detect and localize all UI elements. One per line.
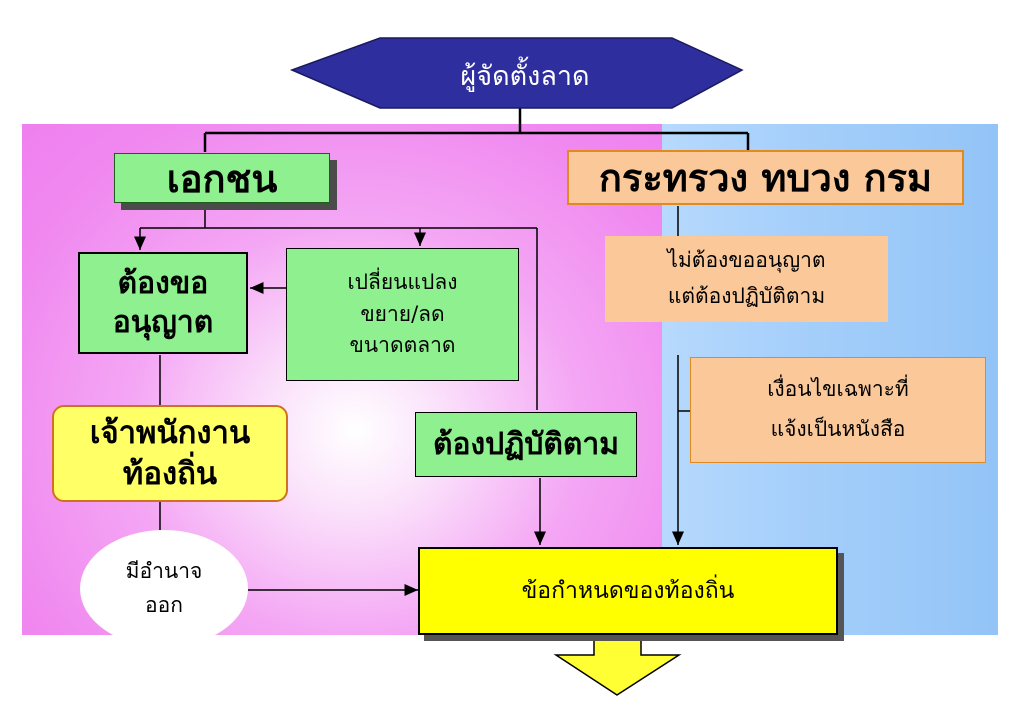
officer-label: เจ้าพนักงาน ท้องถิ่น [89,415,251,492]
top-node-shape [289,37,744,109]
conditions-node: เงื่อนไขเฉพาะที่ แจ้งเป็นหนังสือ [690,357,986,463]
private-label: เอกชน [166,156,278,201]
no-permit-label: ไม่ต้องขออนุญาต แต่ต้องปฏิบัติตาม [667,248,826,308]
need-permit-label: ต้องขอ อนุญาต [112,266,214,340]
local-rule-label: ข้อกำหนดของท้องถิ่น [521,578,735,604]
top-node-label: ผู้จัดตั้งลาด [460,60,590,92]
no-permit-node: ไม่ต้องขออนุญาต แต่ต้องปฏิบัติตาม [605,236,888,322]
conditions-label: เงื่อนไขเฉพาะที่ แจ้งเป็นหนังสือ [767,377,909,441]
change-node: เปลี่ยนแปลง ขยาย/ลด ขนาดตลาด [286,248,519,381]
local-rule-node: ข้อกำหนดของท้องถิ่น [418,547,838,635]
private-node: เอกชน [114,153,330,203]
authority-label: มีอำนาจ ออก [125,558,203,617]
top-node: ผู้จัดตั้งลาด [380,52,670,98]
ministry-label: กระทรวง ทบวง กรม [598,156,933,200]
down-arrow-shape [553,634,682,696]
officer-node: เจ้าพนักงาน ท้องถิ่น [52,405,288,502]
need-permit-node: ต้องขอ อนุญาต [78,252,248,354]
must-comply-label: ต้องปฏิบัติตาม [433,427,619,462]
authority-node: มีอำนาจ ออก [80,530,248,647]
ministry-node: กระทรวง ทบวง กรม [567,150,964,205]
must-comply-node: ต้องปฏิบัติตาม [415,412,637,477]
change-label: เปลี่ยนแปลง ขยาย/ลด ขนาดตลาด [347,270,458,358]
